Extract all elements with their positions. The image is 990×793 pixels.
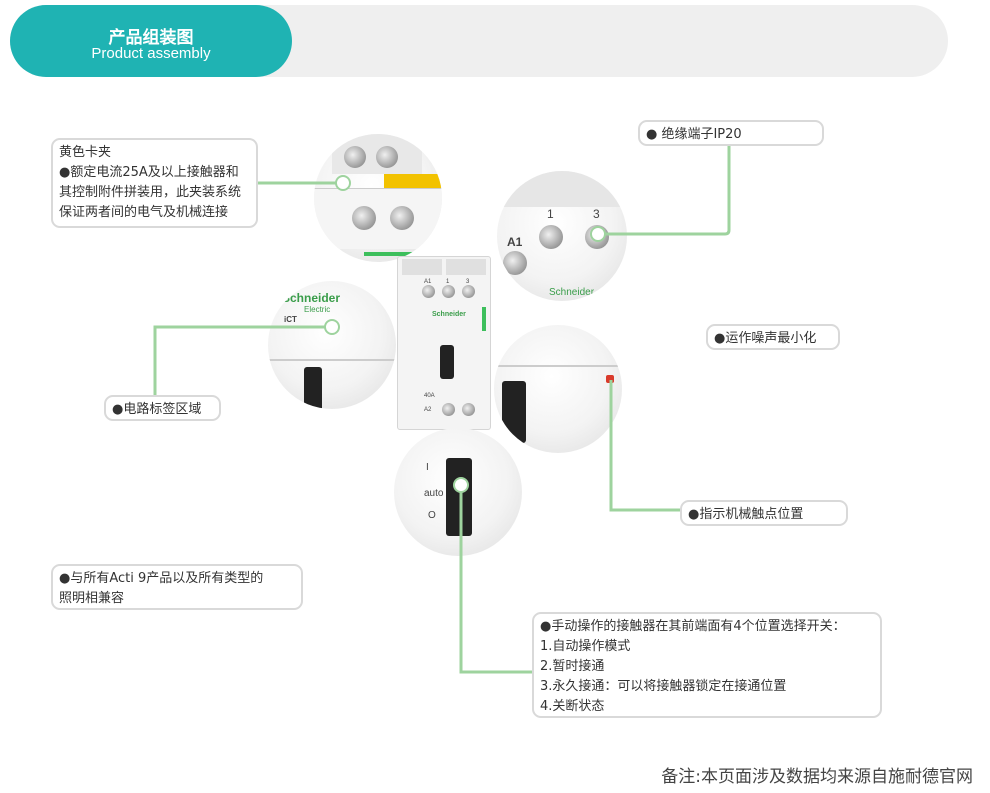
device-rating-label: 40A: [424, 393, 435, 399]
marker-clip: [335, 175, 351, 191]
callout-compatibility: ●与所有Acti 9产品以及所有类型的 照明相兼容: [51, 564, 303, 610]
terminal-a1-label: A1: [507, 235, 523, 249]
terminal-number-3: 3: [593, 207, 600, 221]
callout-line: ●指示机械触点位置: [688, 507, 804, 522]
label-area-detail-image: Schneider Electric iCT: [268, 281, 396, 409]
leader-indicator: [609, 380, 680, 512]
terminal-screw: [442, 285, 455, 298]
callout-line: 照明相兼容: [59, 591, 125, 606]
callout-line: ●与所有Acti 9产品以及所有类型的: [59, 571, 264, 586]
terminal-screw: [539, 225, 563, 249]
marker-label-area: [324, 319, 340, 335]
label-brand-sub: Electric: [304, 305, 331, 314]
yellow-clip: [384, 174, 442, 188]
indicator-red-dot: [606, 375, 614, 383]
terminal-screw: [422, 285, 435, 298]
terminal-screw: [376, 146, 398, 168]
brand-text: Schneider: [549, 287, 595, 298]
leader-selector: [459, 485, 533, 674]
selector-o-label: O: [428, 510, 436, 521]
footer-note: 备注:本页面涉及数据均来源自施耐德官网: [661, 767, 973, 787]
page-subtitle: Product assembly: [91, 45, 211, 62]
callout-low-noise: ●运作噪声最小化: [706, 324, 840, 350]
callout-circuit-label-area: ●电路标签区域: [104, 395, 221, 421]
indicator-lever: [502, 381, 526, 443]
callout-line: ●电路标签区域: [112, 402, 202, 417]
device-brand: Schneider: [432, 311, 466, 318]
device-term-3-label: 3: [466, 279, 470, 285]
callout-line: 黄色卡夹: [59, 145, 112, 160]
indicator-detail-image: [494, 325, 622, 453]
device-selector-lever: [440, 345, 454, 379]
label-brand-text: Schneider: [282, 291, 341, 305]
device-term-1-label: 1: [446, 279, 450, 285]
terminal-screw: [390, 206, 414, 230]
header-title-pill: 产品组装图 Product assembly: [10, 5, 292, 77]
device-green-stripe: [482, 307, 486, 331]
callout-yellow-clip: 黄色卡夹 ●额定电流25A及以上接触器和 其控制附件拼装用，此夹装系统 保证两者…: [51, 138, 258, 228]
callout-indicator: ●指示机械触点位置: [680, 500, 848, 526]
marker-selector: [453, 477, 469, 493]
callout-line: ●手动操作的接触器在其前端面有4个位置选择开关：: [540, 619, 846, 634]
callout-line: ●运作噪声最小化: [714, 331, 817, 346]
terminal-number-1: 1: [547, 207, 554, 221]
selector-auto-label: auto: [424, 488, 444, 499]
callout-line: 3.永久接通：可以将接触器锁定在接通位置: [540, 679, 787, 694]
selector-i-label: I: [426, 462, 429, 473]
leader-terminal: [598, 144, 731, 236]
callout-line: 其控制附件拼装用，此夹装系统: [59, 185, 242, 200]
callout-line: 保证两者间的电气及机械连接: [59, 205, 229, 220]
callout-manual-switch: ●手动操作的接触器在其前端面有4个位置选择开关： 1.自动操作模式 2.暂时接通…: [532, 612, 882, 718]
device-a2-label: A2: [424, 407, 432, 413]
label-area-lever: [304, 367, 322, 409]
contactor-device: A1 1 3 Schneider 40A A2: [397, 256, 491, 430]
terminal-screw: [503, 251, 527, 275]
terminal-screw: [462, 403, 475, 416]
terminal-screw: [352, 206, 376, 230]
callout-insulated-terminal: ● 绝缘端子IP20: [638, 120, 824, 146]
clip-detail-image: [314, 134, 442, 262]
selector-lever: [446, 458, 472, 536]
leader-label-area: [153, 325, 332, 407]
marker-terminal: [590, 226, 606, 242]
green-rail: [364, 252, 424, 256]
callout-line: 1.自动操作模式: [540, 639, 631, 654]
callout-line: ● 绝缘端子IP20: [646, 127, 742, 142]
callout-line: ●额定电流25A及以上接触器和: [59, 165, 239, 180]
page-title: 产品组装图: [108, 28, 194, 48]
callout-line: 2.暂时接通: [540, 659, 605, 674]
label-ict-text: iCT: [284, 315, 297, 324]
terminal-screw: [462, 285, 475, 298]
terminal-screw: [344, 146, 366, 168]
terminal-screw: [442, 403, 455, 416]
callout-line: 4.关断状态: [540, 699, 605, 714]
device-a1-label: A1: [424, 279, 432, 285]
